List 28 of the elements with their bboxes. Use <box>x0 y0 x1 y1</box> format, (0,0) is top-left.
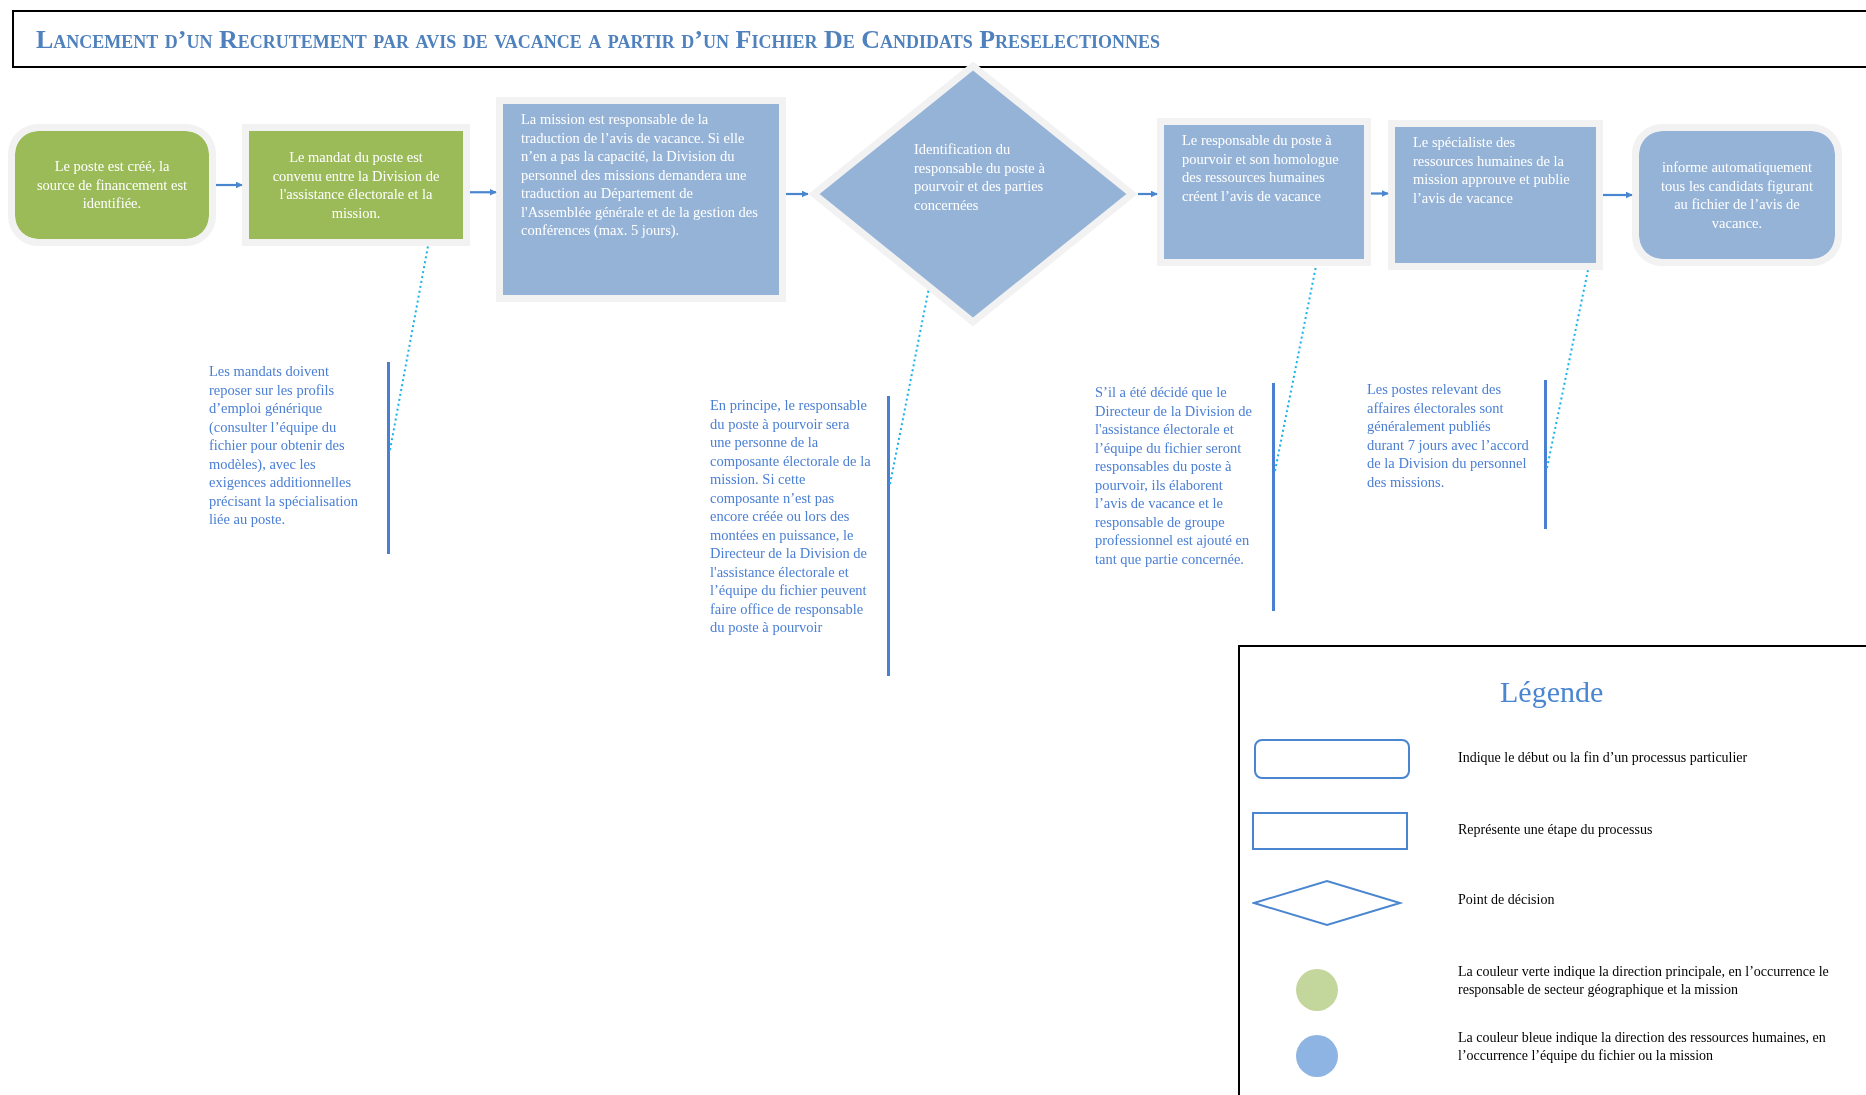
arrow <box>1603 191 1633 199</box>
arrow <box>1138 190 1158 198</box>
legend-text: La couleur bleue indique la direction des ressources humaines, en l’occurrence l’équipe du fichier ou la mission <box>1458 1029 1827 1065</box>
arrow <box>1371 190 1389 197</box>
process-box: Le responsable du poste à pourvoir et son homologue des ressources humaines créent l’avis de vacance <box>1157 118 1371 266</box>
title: Lancement d’un Recrutement par avis de vacance a partir d’un Fichier De Candidats Preselectionnes <box>36 23 1161 56</box>
legend-text: La couleur verte indique la direction principale, en l’occurrence le responsable de secteur géographique et la mission <box>1458 963 1830 999</box>
annotation-note: S’il a été décidé que le Directeur de la Division de l'assistance électorale et l’équipe du fichier seront responsables du poste à pourvoir, ils élaborent l’avis de vacance et le responsable de groupe professionnel est ajouté en tant que partie concernée. <box>1095 383 1275 611</box>
terminal-box: informe automatiquement tous les candidats figurant au fichier de l’avis de vacance. <box>1632 124 1842 266</box>
annotation-note: Les mandats doivent reposer sur les profils d’emploi générique (consulter l’équipe du fichier pour obtenir des modèles), avec les exigences additionnelles précisant la spécialisation liée au poste. <box>209 362 390 554</box>
leader-line <box>889 289 930 485</box>
process-box: La mission est responsable de la traduction de l’avis de vacance. Si elle n’en a pas la capacité, la Division du personnel des missions demandera une traduction au Département de l'Assemblée générale et de la gestion des conférences (max. 5 jours). <box>496 97 786 302</box>
decision-diamond: Identification du responsable du poste à pourvoir et des parties concernées <box>808 62 1138 326</box>
annotation-note: En principe, le responsable du poste à pourvoir sera une personne de la composante électorale de la mission. Si cette composante n’est pas encore créée ou lors des montées en puissance, le Directeur de la Division de l'assistance électorale et l’équipe du fichier peuvent faire office de responsable du poste à pourvoir <box>710 396 890 676</box>
arrow <box>470 188 497 196</box>
legend-text: Représente une étape du processus <box>1458 821 1654 839</box>
legend-text: Indique le début ou la fin d’un processus particulier <box>1458 749 1749 767</box>
leader-line <box>389 245 429 451</box>
process-box: Le spécialiste des ressources humaines de la mission approuve et publie l’avis de vacance <box>1388 120 1603 270</box>
legend-text: Point de décision <box>1458 891 1556 909</box>
arrow <box>216 181 243 189</box>
annotation-note: Les postes relevant des affaires électorales sont généralement publiés durant 7 jours avec l’accord de la Division du personnel des missions. <box>1367 380 1547 529</box>
process-box: Le mandat du poste est convenu entre la Division de l'assistance électorale et la mission. <box>242 124 470 246</box>
leader-line <box>1274 265 1317 472</box>
arrow <box>786 190 809 198</box>
legend-title: Légende <box>1500 674 1604 710</box>
terminal-box: Le poste est créé, la source de financement est identifiée. <box>8 124 216 246</box>
leader-line <box>1546 269 1589 469</box>
